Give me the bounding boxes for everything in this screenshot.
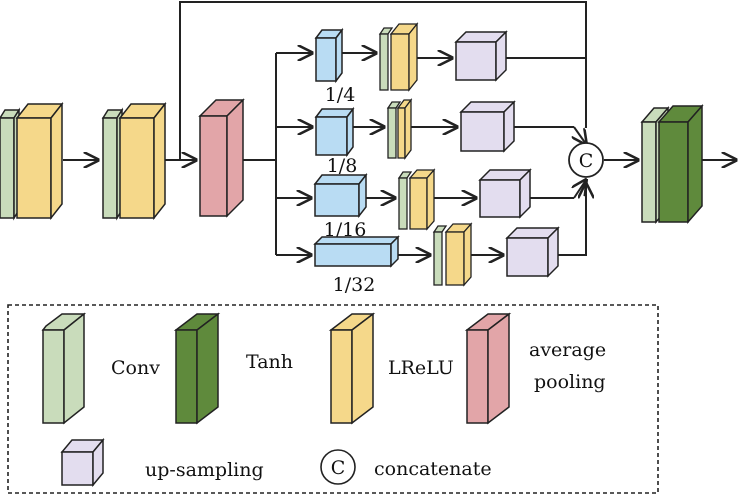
branch2-to-concat xyxy=(574,126,586,144)
conv-lrelu-1-8 xyxy=(386,98,413,160)
upsampling-1-4 xyxy=(454,30,508,82)
legend-concatenate: C concatenate xyxy=(320,449,492,485)
legend-concatenate-label: concatenate xyxy=(374,458,492,480)
branch-1-16: 1/16 xyxy=(313,168,532,241)
scale-label-1-32: 1/32 xyxy=(333,274,376,296)
concat-symbol: C xyxy=(579,150,594,172)
upsampling-1-16 xyxy=(478,168,532,219)
upsampling-1-8 xyxy=(459,100,516,153)
scale-label-1-4: 1/4 xyxy=(325,84,356,106)
legend: Conv Tanh LReLU average pooling up-sampl… xyxy=(7,304,659,494)
branch-1-4: 1/4 xyxy=(314,22,508,106)
branch-1-32: 1/32 xyxy=(313,222,560,296)
pool-block-1-32 xyxy=(313,235,400,268)
legend-avg-pool-label-2: pooling xyxy=(534,371,606,393)
average-pooling-block xyxy=(198,98,245,218)
connections xyxy=(63,1,736,256)
upsampling-1-32 xyxy=(505,226,560,278)
legend-upsampling: up-sampling xyxy=(60,437,264,488)
input-conv-lrelu-block xyxy=(0,101,64,221)
scale-label-1-16: 1/16 xyxy=(324,219,367,241)
conv-lrelu-1-16 xyxy=(397,168,436,231)
legend-border xyxy=(7,304,659,494)
branch-1-8: 1/8 xyxy=(314,98,516,177)
pool-block-1-8 xyxy=(314,106,355,158)
pool-block-1-4 xyxy=(314,27,344,84)
concatenate-node: C xyxy=(568,142,604,178)
legend-avg-pool-label-1: average xyxy=(529,339,606,361)
branch4-out xyxy=(558,184,586,256)
legend-upsampling-label: up-sampling xyxy=(145,459,264,481)
conv-lrelu-1-32 xyxy=(432,222,473,287)
legend-conv-label: Conv xyxy=(111,357,160,379)
second-conv-lrelu-block xyxy=(101,101,167,221)
legend-lrelu-label: LReLU xyxy=(388,357,454,379)
legend-lrelu: LReLU xyxy=(328,312,454,425)
legend-conv: Conv xyxy=(41,312,160,425)
branch3-to-concat xyxy=(574,180,586,199)
legend-average-pooling: average pooling xyxy=(464,312,606,425)
pool-block-1-16 xyxy=(313,172,368,219)
conv-lrelu-1-4 xyxy=(378,22,419,92)
legend-tanh-label: Tanh xyxy=(246,351,293,373)
scale-label-1-8: 1/8 xyxy=(327,155,358,177)
legend-tanh: Tanh xyxy=(173,312,293,425)
output-conv-tanh-block xyxy=(640,104,704,225)
branch1-out xyxy=(506,57,587,128)
legend-concat-symbol: C xyxy=(331,457,346,479)
